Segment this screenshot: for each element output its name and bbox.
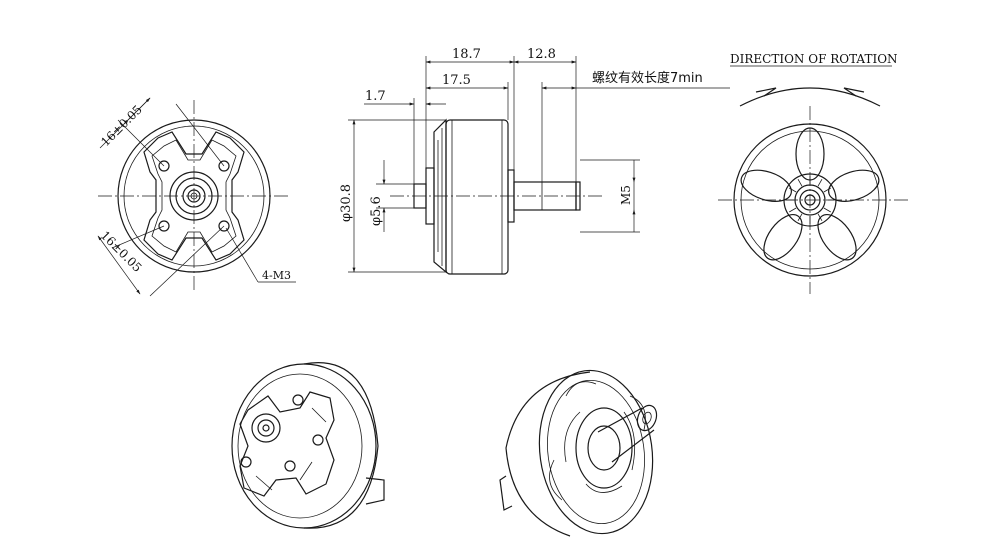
spoke-opening — [817, 214, 857, 261]
dim-dia-5-6: φ5.6 — [369, 196, 384, 226]
thread-note: 螺纹有效长度7min — [592, 70, 703, 86]
dim-18-7: 18.7 — [452, 47, 481, 62]
gear-tooth — [817, 213, 823, 221]
gear-tooth — [823, 207, 831, 213]
m3-hole — [158, 160, 170, 172]
dim-12-8: 12.8 — [527, 47, 556, 62]
top-view: DIRECTION OF ROTATION — [718, 52, 908, 294]
gear-tooth — [817, 179, 823, 187]
gear-teeth — [786, 176, 834, 224]
isometric-view-top — [499, 369, 658, 537]
m3-hole — [218, 160, 230, 172]
bottom-view: 16±0.05 16±0.05 4-M3 — [97, 97, 296, 297]
isometric-view-base — [231, 362, 385, 529]
dim-17-5: 17.5 — [442, 73, 471, 88]
m3-hole — [218, 220, 230, 232]
m3-hole — [158, 220, 170, 232]
gear-tooth — [797, 213, 803, 221]
bolt-pattern-dim-upper: 16±0.05 — [98, 102, 145, 149]
gear-tooth — [823, 187, 831, 193]
gear-tooth — [789, 207, 797, 213]
bell-spokes — [740, 127, 880, 261]
spoke-opening — [763, 214, 803, 261]
holes-callout: 4-M3 — [262, 269, 291, 282]
spoke-opening — [740, 169, 792, 202]
dim-m5: M5 — [619, 185, 633, 205]
gear-tooth — [797, 179, 803, 187]
gear-tooth — [789, 187, 797, 193]
rotation-label: DIRECTION OF ROTATION — [730, 52, 898, 66]
dim-1-7: 1.7 — [365, 89, 386, 104]
side-view: 18.7 12.8 17.5 1.7 螺纹有效长度7min φ30.8 φ5.6 — [339, 47, 730, 275]
dim-dia-30-8: φ30.8 — [339, 184, 354, 222]
spoke-opening — [828, 169, 880, 202]
